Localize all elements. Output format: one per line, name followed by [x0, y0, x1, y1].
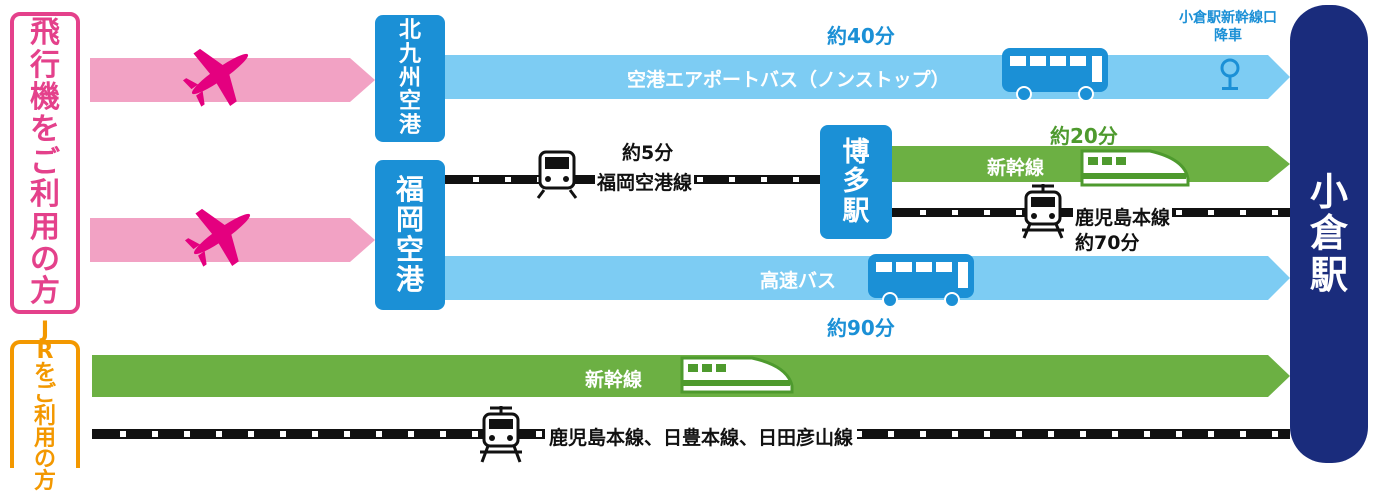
- plane-users-label-char: 行: [30, 47, 60, 83]
- bus-icon: [1002, 48, 1108, 102]
- shinkansen-hakata-time: 約20分: [1050, 124, 1118, 148]
- hakata-station-label-char: 多: [842, 166, 870, 198]
- jr-users-label-char: の: [33, 447, 56, 473]
- airport-bus-time: 約40分: [827, 24, 895, 48]
- kitakyushu-airport-label-char: 九: [398, 41, 421, 67]
- shinkansen-icon: [1080, 149, 1190, 187]
- jr-users-label-char: J: [40, 317, 50, 343]
- fukuoka-airport-label-char: 岡: [395, 202, 424, 236]
- bus-stop-pin-icon: [1220, 58, 1240, 90]
- kitakyushu-airport-box: 北九州空港: [375, 15, 445, 142]
- plane-arrow-kitakyushu: [90, 58, 375, 102]
- plane-users-label-char: 機: [30, 80, 60, 116]
- shinkansen-icon: [680, 356, 794, 394]
- subway-train-icon: [536, 150, 578, 199]
- plane-users-label-char: を: [30, 112, 60, 148]
- fukuoka-airport-label-char: 空: [395, 233, 424, 266]
- subway-time: 約5分: [622, 142, 674, 164]
- hakata-station-label: 博多駅: [820, 125, 892, 239]
- kitakyushu-airport-label-char: 港: [398, 113, 421, 139]
- bus-stop-name: 小倉駅新幹線口: [1179, 10, 1277, 26]
- jr-users-label-char: R: [36, 339, 54, 365]
- airport-bus-label: 空港エアポートバス（ノンストップ）: [627, 69, 950, 91]
- fukuoka-airport-box: 福岡空港: [375, 160, 445, 310]
- jr-users-label-char: ご: [33, 382, 56, 408]
- kokura-station-label-char: 小: [1309, 170, 1348, 215]
- airplane-icon: [182, 48, 249, 107]
- bus-stop-alight: 降車: [1214, 28, 1242, 44]
- hakata-station-box: 博多駅: [820, 125, 892, 239]
- local-train-icon: [480, 406, 522, 463]
- plane-users-label-char: の: [30, 241, 60, 277]
- plane-users-label-char: 利: [30, 177, 60, 213]
- jr-local-label: 鹿児島本線、日豊本線、日田彦山線: [545, 423, 858, 450]
- kitakyushu-airport-label: 北九州空港: [375, 15, 445, 142]
- jr-users-label-char: 利: [33, 404, 56, 429]
- airplane-icon: [184, 208, 251, 267]
- highway-bus-arrow: [445, 256, 1290, 300]
- jr-users-label-char: 方: [33, 468, 56, 494]
- kitakyushu-airport-label-char: 州: [398, 65, 421, 91]
- jr-users-label-char: 用: [33, 425, 56, 451]
- kokura-station-label-char: 倉: [1309, 211, 1348, 256]
- plane-users-label-char: ご: [30, 144, 60, 180]
- fukuoka-airport-label-char: 港: [395, 263, 424, 297]
- local-train-icon: [1022, 184, 1064, 239]
- plane-users-label: 飛行機をご利用の方: [14, 16, 76, 310]
- fukuoka-airport-label-char: 福: [395, 172, 424, 206]
- kitakyushu-airport-label-char: 北: [398, 18, 421, 44]
- shinkansen-hakata-label: 新幹線: [987, 157, 1045, 179]
- bus-icon: [868, 254, 974, 308]
- hakata-station-label-char: 博: [842, 137, 870, 169]
- kokura-station-label-char: 駅: [1309, 252, 1348, 297]
- kokura-station-label: 小倉駅: [1290, 5, 1368, 463]
- jr-users-label-char: を: [33, 360, 56, 386]
- kitakyushu-airport-label-char: 空: [398, 89, 421, 115]
- plane-users-label-char: 用: [30, 209, 60, 245]
- jr-shinkansen-label: 新幹線: [585, 369, 643, 391]
- fukuoka-airport-label: 福岡空港: [375, 160, 445, 310]
- plane-users-label-char: 飛: [30, 15, 60, 51]
- kagoshima-hakata-time: 約70分: [1075, 232, 1140, 254]
- highway-bus-time: 約90分: [827, 316, 895, 340]
- subway-label: 福岡空港線: [595, 168, 695, 195]
- kagoshima-hakata-label: 鹿児島本線: [1073, 203, 1173, 230]
- kokura-station-box: 小倉駅: [1290, 5, 1368, 463]
- hakata-station-label-char: 駅: [842, 195, 870, 227]
- plane-users-label-char: 方: [30, 274, 60, 310]
- plane-users-label-box: 飛行機をご利用の方: [10, 12, 80, 314]
- highway-bus-label: 高速バス: [760, 270, 837, 292]
